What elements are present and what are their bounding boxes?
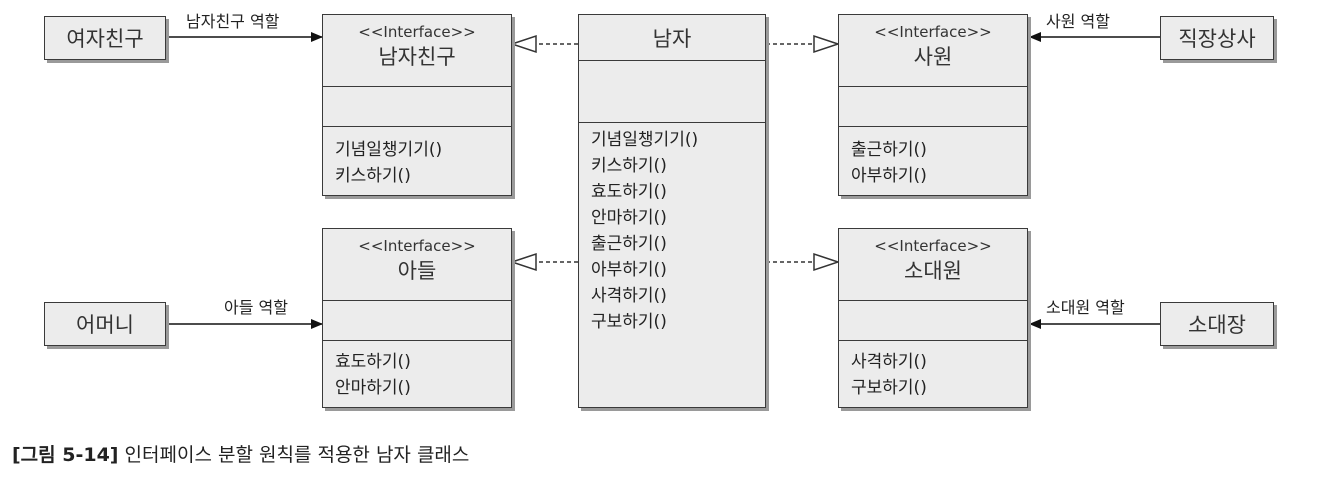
interface-soldier-attributes [839,301,1027,341]
label-soldier-role: 소대원 역할 [1046,298,1125,317]
figure-caption: [그림 5-14] 인터페이스 분할 원칙를 적용한 남자 클래스 [12,440,469,467]
realization-head-employee [813,34,841,54]
class-man-attributes [579,61,765,123]
interface-boyfriend-name: 남자친구 [378,45,456,69]
interface-son-name: 아들 [397,259,437,283]
interface-soldier-name: 소대원 [904,259,962,283]
operation: 효도하기() [591,182,667,202]
interface-boyfriend: <<Interface>> 남자친구 기념일챙기기() 키스하기() [322,14,512,196]
interface-boyfriend-stereotype: <<Interface>> [358,23,476,41]
operation: 아부하기() [591,260,667,280]
actor-squad-leader: 소대장 [1160,302,1274,346]
actor-boss: 직장상사 [1160,16,1274,60]
actor-mother-label: 어머니 [76,313,134,337]
interface-soldier: <<Interface>> 소대원 사격하기() 구보하기() [838,228,1028,408]
operation: 안마하기() [335,378,411,398]
interface-son-header: <<Interface>> 아들 [323,229,511,301]
interface-employee-attributes [839,87,1027,127]
interface-son-operations: 효도하기() 안마하기() [323,349,511,407]
actor-squad-leader-label: 소대장 [1188,313,1246,337]
operation: 아부하기() [851,166,927,186]
interface-boyfriend-header: <<Interface>> 남자친구 [323,15,511,87]
label-boyfriend-role: 남자친구 역할 [186,12,280,31]
interface-son-stereotype: <<Interface>> [358,237,476,255]
interface-soldier-operations: 사격하기() 구보하기() [839,349,1027,407]
operation: 구보하기() [591,312,667,332]
actor-mother: 어머니 [44,302,166,346]
operation: 키스하기() [591,156,667,176]
class-man-operations: 기념일챙기기() 키스하기() 효도하기() 안마하기() 출근하기() 아부하… [579,127,765,407]
actor-girlfriend-label: 여자친구 [66,27,144,51]
figure-number: [그림 5-14] [12,444,119,466]
operation: 출근하기() [591,234,667,254]
realization-head-boyfriend [509,34,537,54]
operation: 키스하기() [335,166,411,186]
interface-employee-name: 사원 [913,45,953,69]
interface-son-attributes [323,301,511,341]
realization-head-soldier [813,252,841,272]
interface-employee-stereotype: <<Interface>> [874,23,992,41]
class-man-name: 남자 [652,26,692,51]
realization-head-son [509,252,537,272]
class-man: 남자 기념일챙기기() 키스하기() 효도하기() 안마하기() 출근하기() … [578,14,766,408]
operation: 기념일챙기기() [335,140,443,160]
interface-boyfriend-attributes [323,87,511,127]
operation: 효도하기() [335,352,411,372]
class-man-header: 남자 [579,15,765,61]
label-son-role: 아들 역할 [224,298,288,317]
label-employee-role: 사원 역할 [1046,12,1110,31]
interface-boyfriend-operations: 기념일챙기기() 키스하기() [323,137,511,195]
interface-employee: <<Interface>> 사원 출근하기() 아부하기() [838,14,1028,196]
interface-son: <<Interface>> 아들 효도하기() 안마하기() [322,228,512,408]
figure-caption-text: 인터페이스 분할 원칙를 적용한 남자 클래스 [124,444,470,466]
operation: 사격하기() [591,286,667,306]
interface-soldier-stereotype: <<Interface>> [874,237,992,255]
operation: 기념일챙기기() [591,130,699,150]
actor-girlfriend: 여자친구 [44,16,166,60]
interface-employee-operations: 출근하기() 아부하기() [839,137,1027,195]
operation: 출근하기() [851,140,927,160]
actor-boss-label: 직장상사 [1178,27,1256,51]
interface-soldier-header: <<Interface>> 소대원 [839,229,1027,301]
operation: 안마하기() [591,208,667,228]
operation: 구보하기() [851,378,927,398]
operation: 사격하기() [851,352,927,372]
interface-employee-header: <<Interface>> 사원 [839,15,1027,87]
